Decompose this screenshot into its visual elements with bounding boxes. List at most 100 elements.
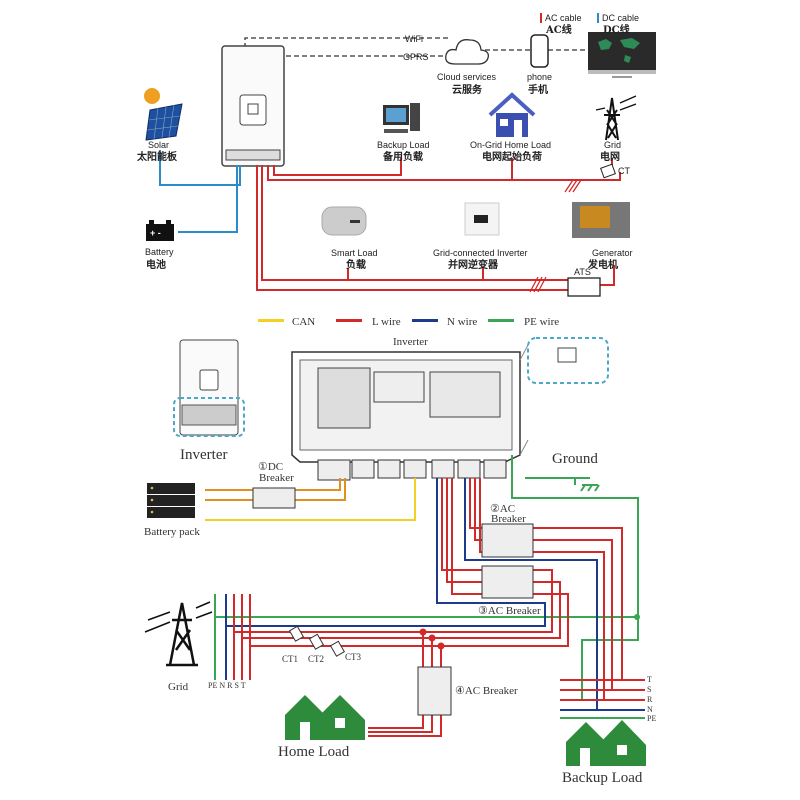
- ac-cable-label: AC cable: [545, 13, 582, 23]
- wifi-label: WiFi: [405, 34, 423, 44]
- monitor-icon: [588, 32, 656, 78]
- bottom-wiring: [205, 455, 645, 737]
- legend-swatch-pe-wire: [488, 319, 514, 322]
- generator-icon: [572, 202, 630, 238]
- gprs-label: GPRS: [403, 52, 429, 62]
- backup-line-labels: T S R N PE: [647, 675, 656, 723]
- grid-inverter-icon: [464, 202, 500, 236]
- cloud-icon: [445, 39, 489, 65]
- computer-icon: [383, 103, 420, 133]
- battery-label-cn: 电池: [146, 258, 166, 271]
- backup-load-label: Backup Load: [562, 770, 643, 786]
- dc-breaker-label-2: Breaker: [259, 472, 294, 484]
- grid-inverter-label-cn: 并网逆变器: [448, 258, 499, 271]
- grid-label-cn: 电网: [600, 150, 620, 163]
- ct2-label: CT2: [308, 654, 324, 664]
- legend-label-pe-wire: PE wire: [524, 316, 559, 328]
- dc-cable-swatch: [597, 13, 599, 23]
- dc-cable-label: DC cable: [602, 13, 639, 23]
- ct1-label: CT1: [282, 654, 298, 664]
- legend-swatch-n-wire: [412, 319, 438, 322]
- dc-cable-label-cn: DC线: [603, 23, 630, 36]
- home-load-label-cn: 电网起始负荷: [482, 150, 542, 163]
- backup-load-icon: [566, 720, 646, 766]
- generator-label: Generator: [592, 248, 633, 258]
- hybrid-inverter-icon: [221, 45, 285, 167]
- top-wiring: [159, 150, 621, 293]
- legend-label-n-wire: N wire: [447, 316, 477, 328]
- rj45-port-icon: [557, 347, 577, 363]
- dc-breaker-label-1: ①DC: [258, 461, 283, 473]
- backup-load-label-cn: 备用负载: [382, 150, 423, 163]
- line-label-t: T: [647, 675, 652, 684]
- ct2-icon: [308, 633, 325, 650]
- ats-switch: [567, 277, 601, 297]
- grid-inverter-label: Grid-connected Inverter: [433, 248, 528, 258]
- small-inverter-icon: [173, 339, 245, 437]
- phone-icon: [530, 34, 549, 68]
- small-inverter-label: Inverter: [180, 447, 227, 463]
- dashed-callout: [519, 344, 529, 456]
- smart-load-label: Smart Load: [331, 248, 378, 258]
- legend-swatch-can: [258, 319, 284, 322]
- l-junction-dot: [419, 628, 427, 636]
- l-junction-dot: [437, 642, 445, 650]
- ats-label: ATS: [574, 267, 591, 277]
- solar-label: Solar: [148, 140, 169, 150]
- line-label-s: S: [647, 685, 651, 694]
- grid-label-bottom: Grid: [168, 681, 189, 693]
- cloud-label-cn: 云服务: [452, 83, 483, 96]
- ground-label: Ground: [552, 451, 598, 467]
- grid-tower-icon: [144, 601, 213, 667]
- line-label-pe: PE: [647, 714, 656, 723]
- battery-pack-icon: [147, 483, 195, 518]
- l-junction-dot: [428, 634, 436, 642]
- ac-cable-swatch: [540, 13, 542, 23]
- ct3-icon: [329, 640, 346, 657]
- ac-breaker-2: [481, 523, 534, 558]
- inverter-title: Inverter: [393, 336, 428, 348]
- line-label-n: N: [647, 705, 653, 714]
- ct-sensor-icon: [600, 163, 616, 179]
- ac-breaker-2-label-2: Breaker: [491, 513, 526, 525]
- legend-label-can: CAN: [292, 316, 315, 328]
- solar-label-cn: 太阳能板: [136, 150, 178, 163]
- grid-label: Grid: [604, 140, 621, 150]
- house-icon: [488, 92, 536, 137]
- ac-breaker-2-label-1: ②AC: [490, 503, 515, 515]
- ct-label: CT: [618, 166, 630, 176]
- svg-text:+ -: + -: [150, 228, 161, 238]
- dc-breaker: [252, 487, 296, 509]
- ac-cable-label-cn: AC线: [545, 23, 572, 36]
- ac-breaker-3-label: ③AC Breaker: [478, 605, 541, 617]
- line-label-r: R: [647, 695, 653, 704]
- wire-legend: CAN L wire N wire PE wire: [258, 316, 559, 328]
- legend-swatch-l-wire: [336, 319, 362, 322]
- battery-pack-label: Battery pack: [144, 526, 200, 538]
- inverter-wiring-box: [291, 351, 521, 481]
- backup-load-label: Backup Load: [377, 140, 430, 150]
- home-load-label: On-Grid Home Load: [470, 140, 551, 150]
- legend-label-l-wire: L wire: [372, 316, 401, 328]
- pe-junction-dot: [634, 614, 640, 620]
- battery-icon: + -: [146, 220, 174, 241]
- grid-lines-label: PE N R S T: [208, 681, 246, 690]
- ac-breaker-4-label: ④AC Breaker: [455, 685, 518, 697]
- ct3-label: CT3: [345, 652, 362, 662]
- solar-panel-icon: [144, 88, 183, 141]
- cloud-label: Cloud services: [437, 72, 497, 82]
- generator-label-cn: 发电机: [587, 258, 618, 271]
- home-load-label: Home Load: [278, 744, 350, 760]
- water-heater-icon: [321, 206, 367, 236]
- power-tower-icon: [595, 95, 637, 141]
- ct1-icon: [288, 625, 305, 642]
- ac-breaker-3: [481, 565, 534, 599]
- smart-load-label-cn: 负载: [346, 258, 366, 271]
- phone-label: phone: [527, 72, 552, 82]
- home-load-icon: [285, 695, 365, 740]
- ac-breaker-4: [417, 666, 452, 716]
- phone-label-cn: 手机: [528, 83, 548, 96]
- ct-clamps: [288, 625, 346, 657]
